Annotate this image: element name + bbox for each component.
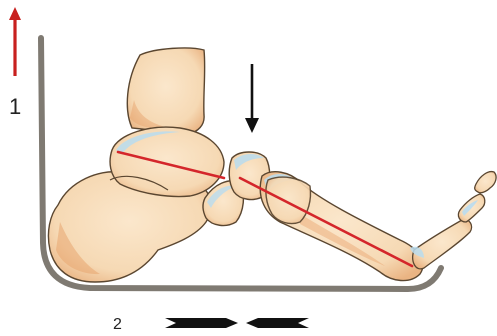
proximal-phalanx-bone [413, 220, 472, 269]
arrow-label-two: 2 [113, 317, 122, 333]
arrow-label-one: 1 [9, 96, 21, 118]
arrow-right-icon [165, 318, 238, 328]
talus-bone [110, 127, 224, 196]
forefoot-axis-line [240, 178, 412, 266]
distal-phalanx-bone [475, 172, 496, 193]
arrow-down-icon [245, 64, 259, 133]
arrow-left-icon [246, 318, 309, 328]
arrow-up-icon [9, 7, 21, 76]
